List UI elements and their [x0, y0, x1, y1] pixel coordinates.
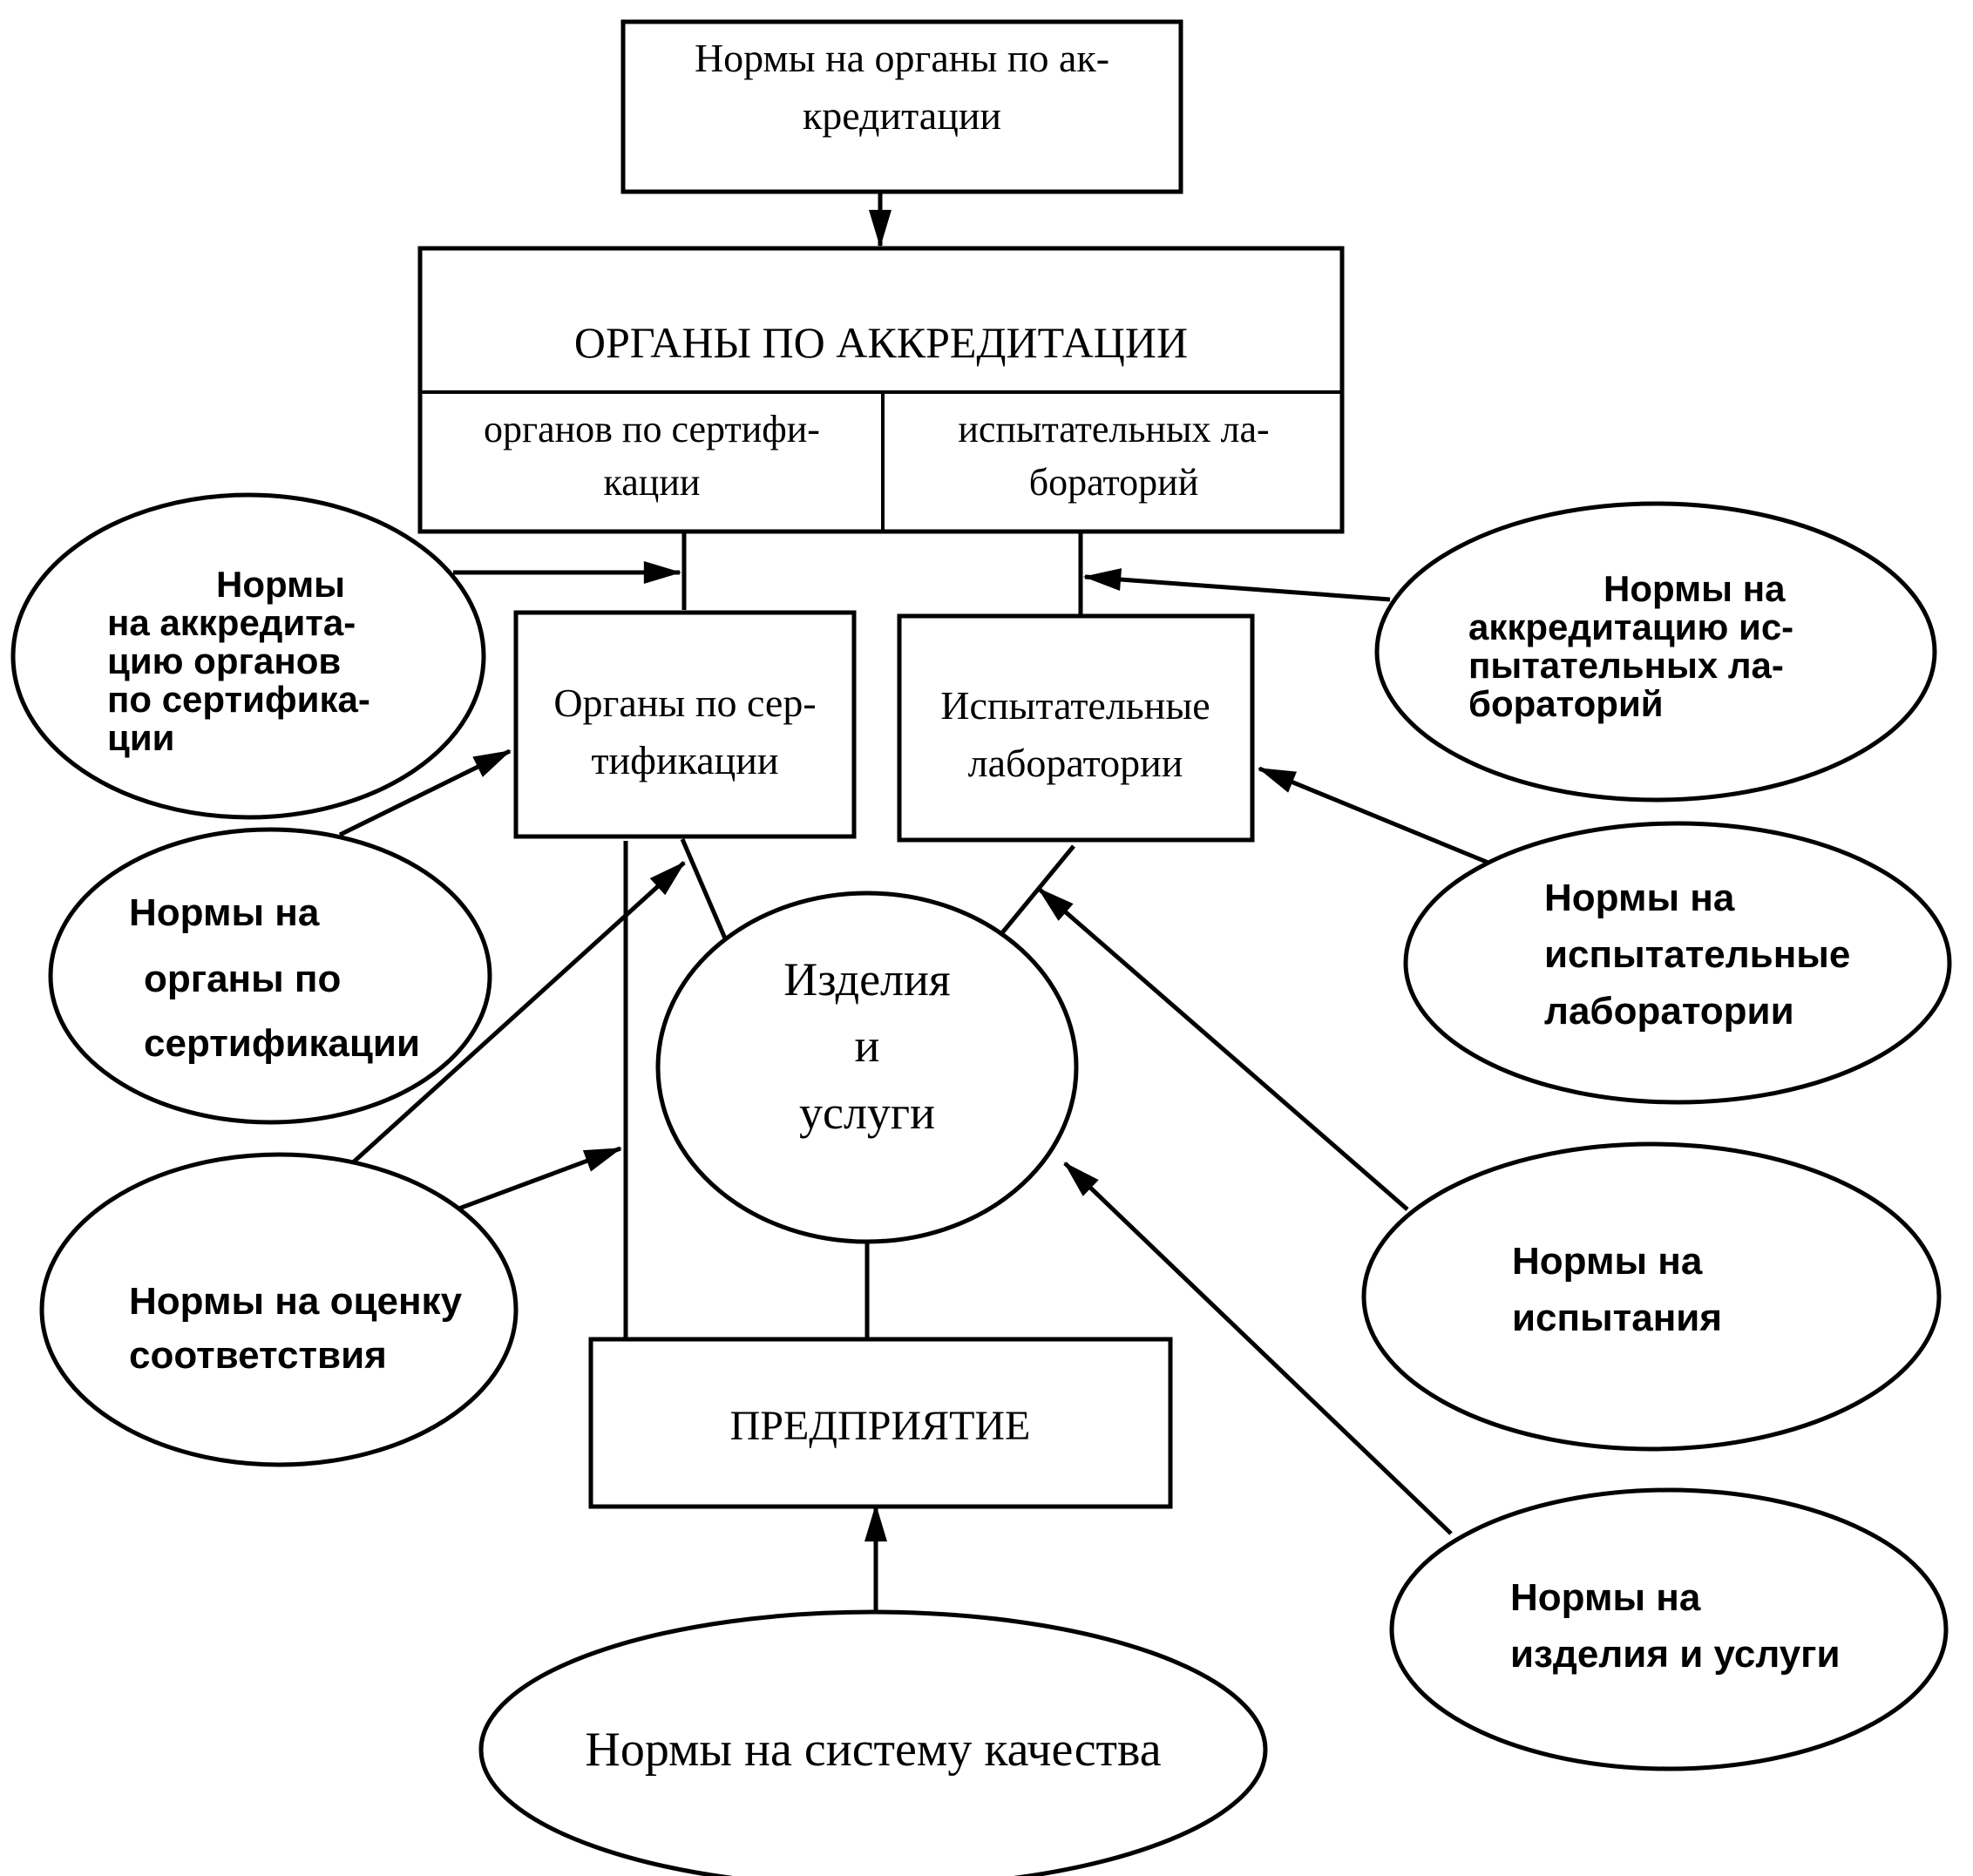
node-text-line: и	[855, 1019, 880, 1072]
node-text-line: тификации	[591, 738, 778, 782]
node-text-line: Нормы	[216, 564, 345, 605]
node-norms-conformity: Нормы на оценку соответствия	[39, 1152, 519, 1467]
node-text-line: Нормы на органы по ак-	[695, 36, 1109, 80]
node-text-line: испытания	[1512, 1297, 1722, 1339]
edge-cert-bodies-products	[680, 838, 728, 939]
node-products-services: Изделия и услуги	[655, 891, 1079, 1244]
node-text-line: бораторий	[1468, 683, 1664, 724]
node-text-line: органы по	[144, 958, 341, 1000]
node-text-line: ПРЕДПРИЯТИЕ	[730, 1403, 1031, 1449]
node-text-line: изделия и услуги	[1510, 1633, 1841, 1676]
edge-norms-conformity-line	[439, 1146, 623, 1218]
edge-test-labs-products	[999, 844, 1075, 937]
node-text-line: Нормы на	[1603, 568, 1786, 609]
edge-norms-test-labs	[1257, 766, 1500, 870]
node-text-line: Органы по сер-	[553, 681, 816, 725]
node-text-line: Нормы на	[1512, 1240, 1703, 1283]
node-text-line: по сертифика-	[107, 679, 370, 720]
node-text-line: ции	[107, 717, 174, 758]
node-text-line: цию органов	[107, 640, 341, 681]
edge-norms-cert-bodies	[338, 748, 512, 837]
accreditation-title: ОРГАНЫ ПО АККРЕДИТАЦИИ	[574, 318, 1188, 367]
node-text-line: Нормы на	[1544, 877, 1735, 919]
node-text-line: соответствия	[129, 1334, 387, 1377]
edge-norms-accr-labs	[1082, 568, 1391, 602]
node-text-line: Испытательные	[940, 683, 1210, 728]
node-accreditation-bodies: ОРГАНЫ ПО АККРЕДИТАЦИИ органов по сертиф…	[417, 246, 1345, 534]
node-norms-accreditation-labs: Нормы на аккредитацию ис- пытательных ла…	[1374, 501, 1937, 803]
node-text-line: Нормы на оценку	[129, 1280, 463, 1323]
node-text-line: лаборатории	[1544, 990, 1794, 1033]
node-text-line: испытательные	[1544, 933, 1850, 976]
accreditation-left-cell: кации	[604, 461, 701, 504]
node-text-line: Нормы на	[129, 891, 320, 934]
node-text-line: услуги	[799, 1087, 935, 1139]
node-norms-accreditation-bodies: Нормы на органы по ак- кредитации	[620, 19, 1183, 194]
node-text-line: пытательных ла-	[1468, 645, 1784, 686]
node-norms-tests: Нормы на испытания	[1361, 1141, 1942, 1452]
edge-norms-tests-products	[1037, 887, 1409, 1211]
node-text-line: на аккредита-	[107, 602, 356, 643]
node-norms-quality-system: Нормы на систему качества	[478, 1609, 1268, 1876]
node-text-line: аккредитацию ис-	[1468, 606, 1793, 647]
accreditation-right-cell: бораторий	[1029, 461, 1199, 504]
node-text-line: Изделия	[783, 953, 950, 1006]
node-norms-cert-bodies: Нормы на органы по сертификации	[48, 827, 492, 1125]
node-test-labs: Испытательные лаборатории	[897, 613, 1255, 843]
edge-norms-products-products	[1063, 1161, 1453, 1535]
node-text-line: Нормы на систему качества	[585, 1723, 1161, 1777]
node-enterprise: ПРЕДПРИЯТИЕ	[588, 1337, 1173, 1509]
node-norms-test-labs: Нормы на испытательные лаборатории	[1403, 821, 1952, 1105]
node-certification-bodies: Органы по сер- тификации	[513, 610, 857, 839]
accreditation-left-cell: органов по сертифи-	[484, 408, 820, 450]
node-text-line: лаборатории	[968, 741, 1183, 785]
node-text-line: кредитации	[803, 93, 1001, 138]
node-norms-products: Нормы на изделия и услуги	[1389, 1487, 1949, 1771]
accreditation-right-cell: испытательных ла-	[958, 408, 1269, 450]
node-text-line: Нормы на	[1510, 1576, 1701, 1619]
node-text-line: сертификации	[144, 1022, 420, 1065]
node-norms-accreditation-cert: Нормы на аккредита- цию органов по серти…	[10, 492, 486, 820]
